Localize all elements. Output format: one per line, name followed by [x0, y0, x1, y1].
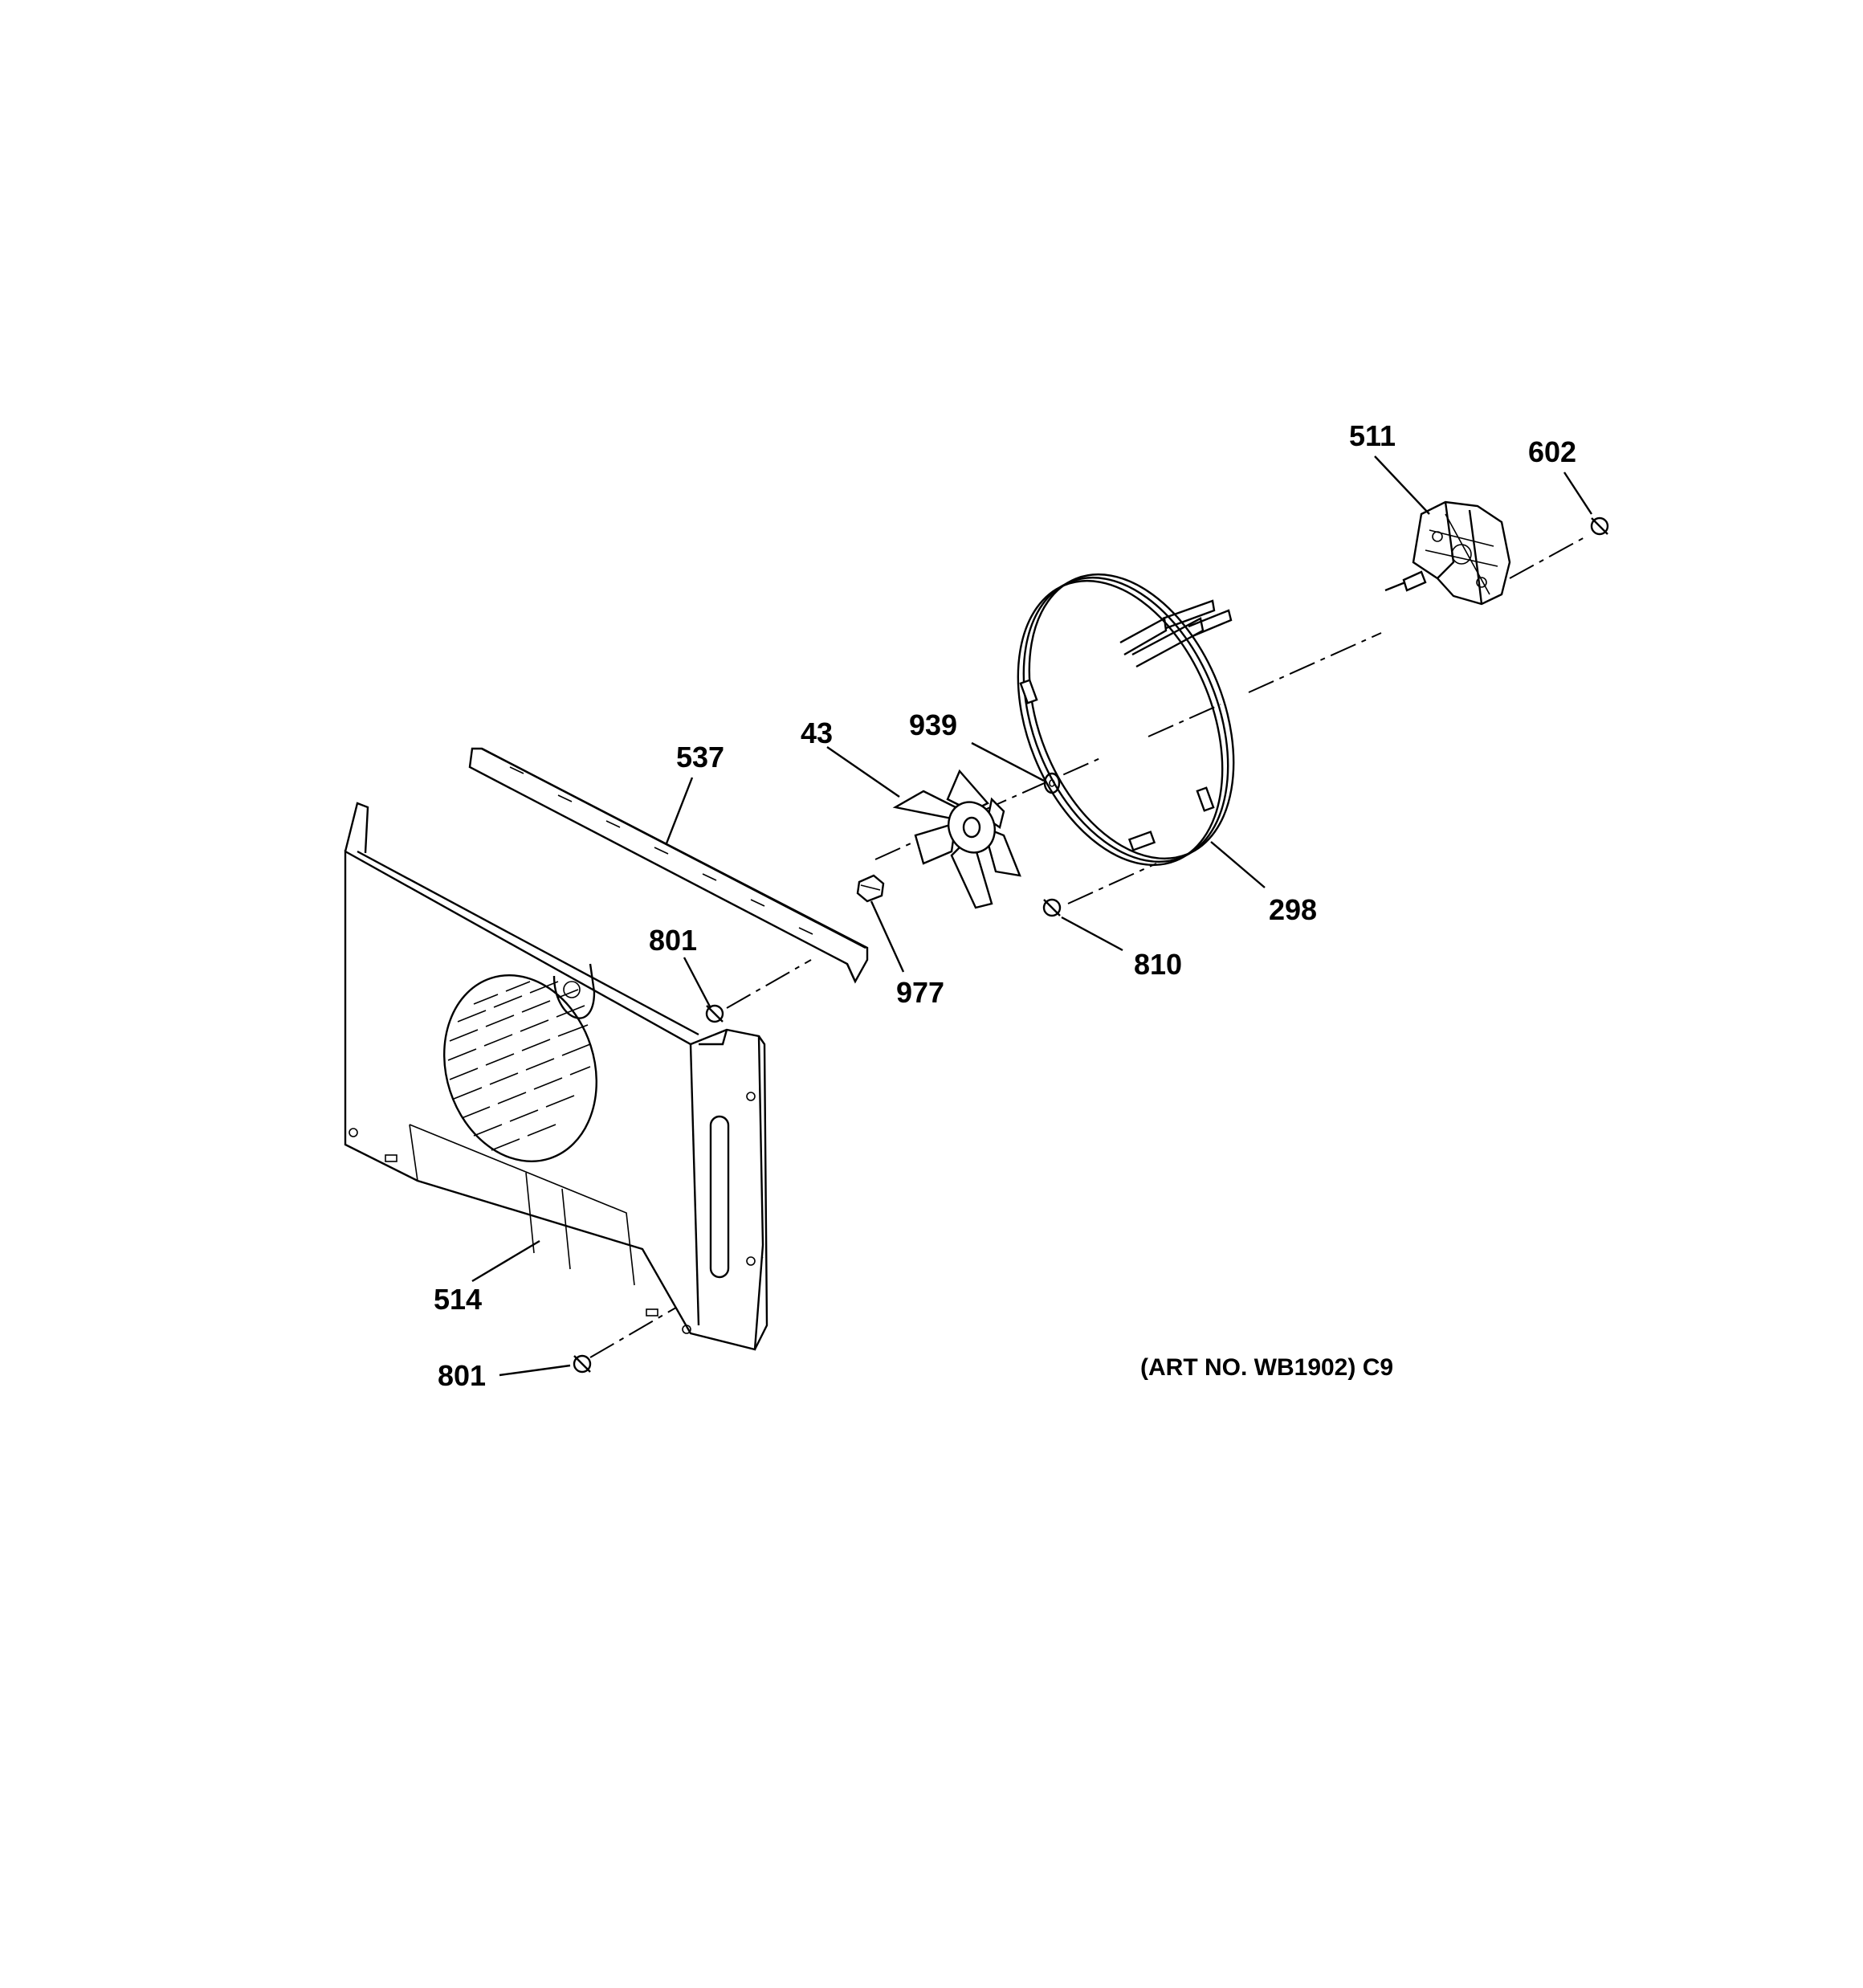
- callout-801-bottom: 801: [438, 1359, 486, 1392]
- callout-810: 810: [1134, 948, 1182, 981]
- leader-lines: [471, 455, 1593, 1377]
- callout-537: 537: [676, 741, 724, 774]
- screw-602: [1590, 516, 1609, 536]
- callout-514: 514: [434, 1283, 482, 1316]
- screw-801-bottom: [573, 1354, 592, 1374]
- screw-axis-line-801-top: [726, 959, 812, 1009]
- fan-motor-511: [1384, 500, 1511, 606]
- callout-43: 43: [801, 716, 833, 749]
- rear-baffle-panel-514: [344, 802, 768, 1351]
- callout-298: 298: [1269, 893, 1317, 926]
- callout-511: 511: [1349, 419, 1396, 452]
- callout-801-top: 801: [649, 924, 697, 957]
- callout-602: 602: [1528, 435, 1576, 468]
- callout-939: 939: [909, 708, 957, 741]
- screw-801-top: [705, 1004, 724, 1023]
- screw-810: [1042, 898, 1062, 917]
- fan-blade-43: [892, 769, 1021, 909]
- art-number: (ART NO. WB1902) C9: [1140, 1354, 1393, 1381]
- bracket-strip-537: [468, 747, 869, 984]
- ring-heating-element-298: [1017, 573, 1235, 867]
- callout-977: 977: [896, 976, 944, 1009]
- assembly-axis-line: [874, 632, 1382, 860]
- screw-axis-line-810: [1067, 863, 1157, 904]
- screw-axis-line-602: [1509, 536, 1587, 579]
- nut-977: [856, 874, 885, 903]
